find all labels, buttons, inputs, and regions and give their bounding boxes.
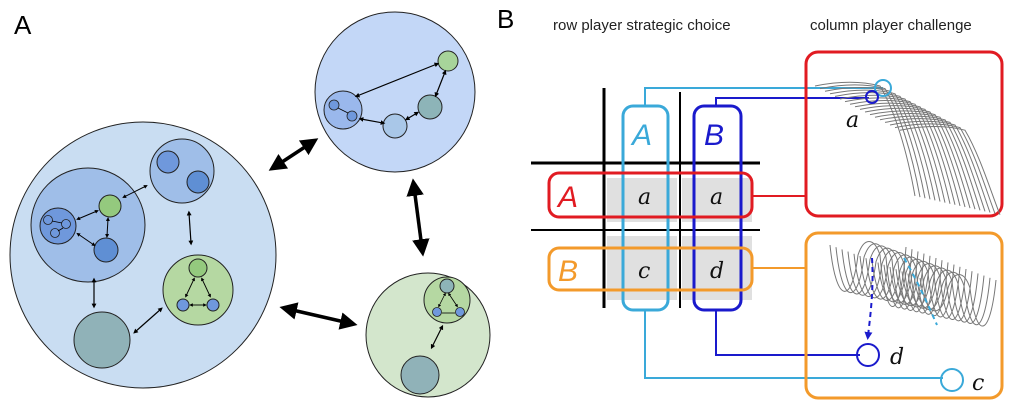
node <box>43 215 53 225</box>
marker-a-dark <box>865 90 879 104</box>
landscape-curve <box>913 271 991 326</box>
row-strategy-b-label: B <box>558 255 578 288</box>
node <box>432 307 442 317</box>
marker-a-light <box>874 79 892 97</box>
node <box>61 219 71 229</box>
node <box>156 150 180 174</box>
column-player-header: column player challenge <box>810 17 972 34</box>
node <box>176 298 190 312</box>
payoff-ab: a <box>710 185 723 210</box>
landscape-bottom-curves <box>829 241 997 327</box>
landscape-curve <box>814 81 916 197</box>
payoff-matrix: A B A B a a c d <box>531 88 760 312</box>
landscape-curve <box>847 247 925 311</box>
node-teal <box>400 355 440 395</box>
landscape-curve <box>829 89 931 200</box>
arrow-blue-to-green <box>406 178 430 257</box>
landscape-curve <box>865 254 943 315</box>
payoff-bb: d <box>710 259 724 284</box>
node <box>439 278 455 294</box>
panel-a-diagram <box>9 11 491 398</box>
row-player-header: row player strategic choice <box>553 17 731 34</box>
landscape-top-curves <box>814 81 1001 215</box>
landscape-label-c: c <box>972 371 984 396</box>
landscape-curve <box>869 110 971 209</box>
column-strategy-b-label: B <box>704 119 724 152</box>
node-green <box>98 194 122 218</box>
connectors <box>644 87 943 379</box>
node <box>455 307 465 317</box>
marker-d <box>856 343 880 367</box>
node <box>437 50 459 72</box>
arrow-large-to-blue <box>268 138 319 171</box>
node-blue <box>93 237 119 263</box>
subgroup-blue-small <box>149 138 215 204</box>
marker-c <box>940 368 964 392</box>
subgroup-nested-blue <box>39 207 77 245</box>
row-strategy-a-label: A <box>556 181 578 214</box>
landscape-curve <box>819 84 921 198</box>
node <box>417 94 443 120</box>
node <box>188 258 208 278</box>
landscape-curve <box>853 249 931 313</box>
panel-a-letter: A <box>14 10 32 40</box>
node <box>382 113 408 139</box>
landscape-curve <box>889 120 991 213</box>
panel-b-letter: B <box>497 4 514 34</box>
landscape-curve <box>874 112 976 210</box>
landscape-curve <box>901 267 979 323</box>
landscape-curve <box>859 105 961 207</box>
landscape-curve <box>871 256 949 317</box>
landscape-curve <box>919 274 997 327</box>
arrow-large-to-green <box>279 302 358 330</box>
landscape-curve <box>907 269 985 324</box>
payoff-aa: a <box>638 185 651 210</box>
payoff-ba: c <box>638 259 650 284</box>
landscape-curve <box>864 107 966 208</box>
landscape-curve <box>854 102 956 205</box>
landscape-curve <box>894 123 996 214</box>
landscape-label-d: d <box>890 345 904 370</box>
node <box>186 170 210 194</box>
landscape-curve <box>879 115 981 211</box>
node <box>346 110 358 122</box>
node <box>206 298 220 312</box>
node <box>50 228 60 238</box>
landscape-label-a: a <box>846 108 859 133</box>
landscape-curve <box>884 118 986 212</box>
landscape-curve <box>834 92 936 201</box>
landscape-curve <box>859 252 937 314</box>
blue-subgroup <box>323 90 363 130</box>
descent-path-dark <box>864 257 874 340</box>
node-teal-large <box>73 311 131 369</box>
column-strategy-b-box <box>692 104 743 312</box>
descent-path-light <box>903 257 938 326</box>
landscape-bottom-box <box>804 231 1004 400</box>
landscape-curve <box>844 97 946 203</box>
column-strategy-a-label: A <box>630 119 652 152</box>
node <box>328 99 340 111</box>
landscape-top-box <box>804 50 1004 218</box>
landscape-curve <box>899 125 1001 215</box>
